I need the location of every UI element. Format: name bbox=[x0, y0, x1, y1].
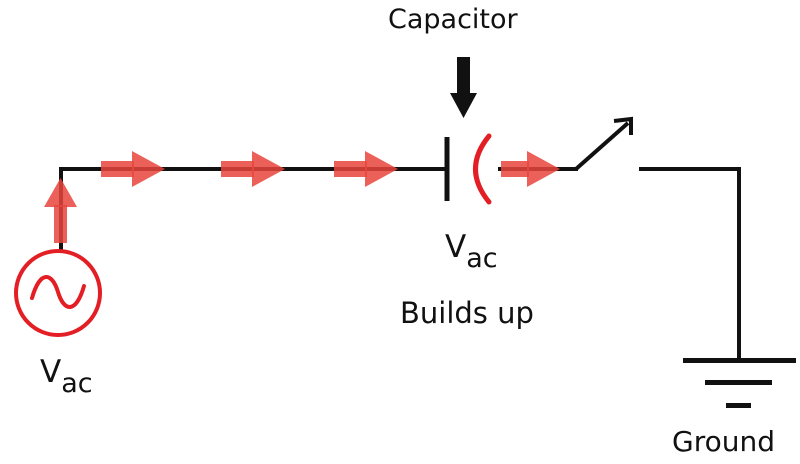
ground-symbol-icon bbox=[683, 358, 796, 408]
open-switch-icon bbox=[574, 116, 633, 171]
source-voltage-subscript: ac bbox=[61, 368, 93, 399]
current-arrow-right-icon bbox=[334, 151, 398, 187]
capacitor-voltage-label: Vac bbox=[445, 229, 498, 273]
capacitor-voltage-symbol: V bbox=[445, 229, 467, 265]
wiring bbox=[59, 167, 741, 362]
source-voltage-label: Vac bbox=[40, 354, 93, 398]
capacitor-symbol bbox=[444, 133, 492, 205]
current-arrow-right-icon bbox=[101, 151, 165, 187]
capacitor-pointer-arrow-icon bbox=[450, 57, 477, 118]
current-arrow-up-icon bbox=[44, 178, 77, 243]
capacitor-plate-curved bbox=[473, 133, 492, 205]
builds-up-label: Builds up bbox=[400, 296, 534, 330]
current-flow-arrows bbox=[44, 151, 560, 243]
source-voltage-symbol: V bbox=[40, 354, 62, 390]
capacitor-label: Capacitor bbox=[388, 4, 518, 35]
capacitor-voltage-subscript: ac bbox=[466, 243, 498, 274]
ac-source-icon bbox=[14, 249, 102, 337]
ground-label: Ground bbox=[672, 425, 775, 458]
current-arrow-right-icon bbox=[501, 151, 560, 187]
current-arrow-right-icon bbox=[221, 151, 285, 187]
